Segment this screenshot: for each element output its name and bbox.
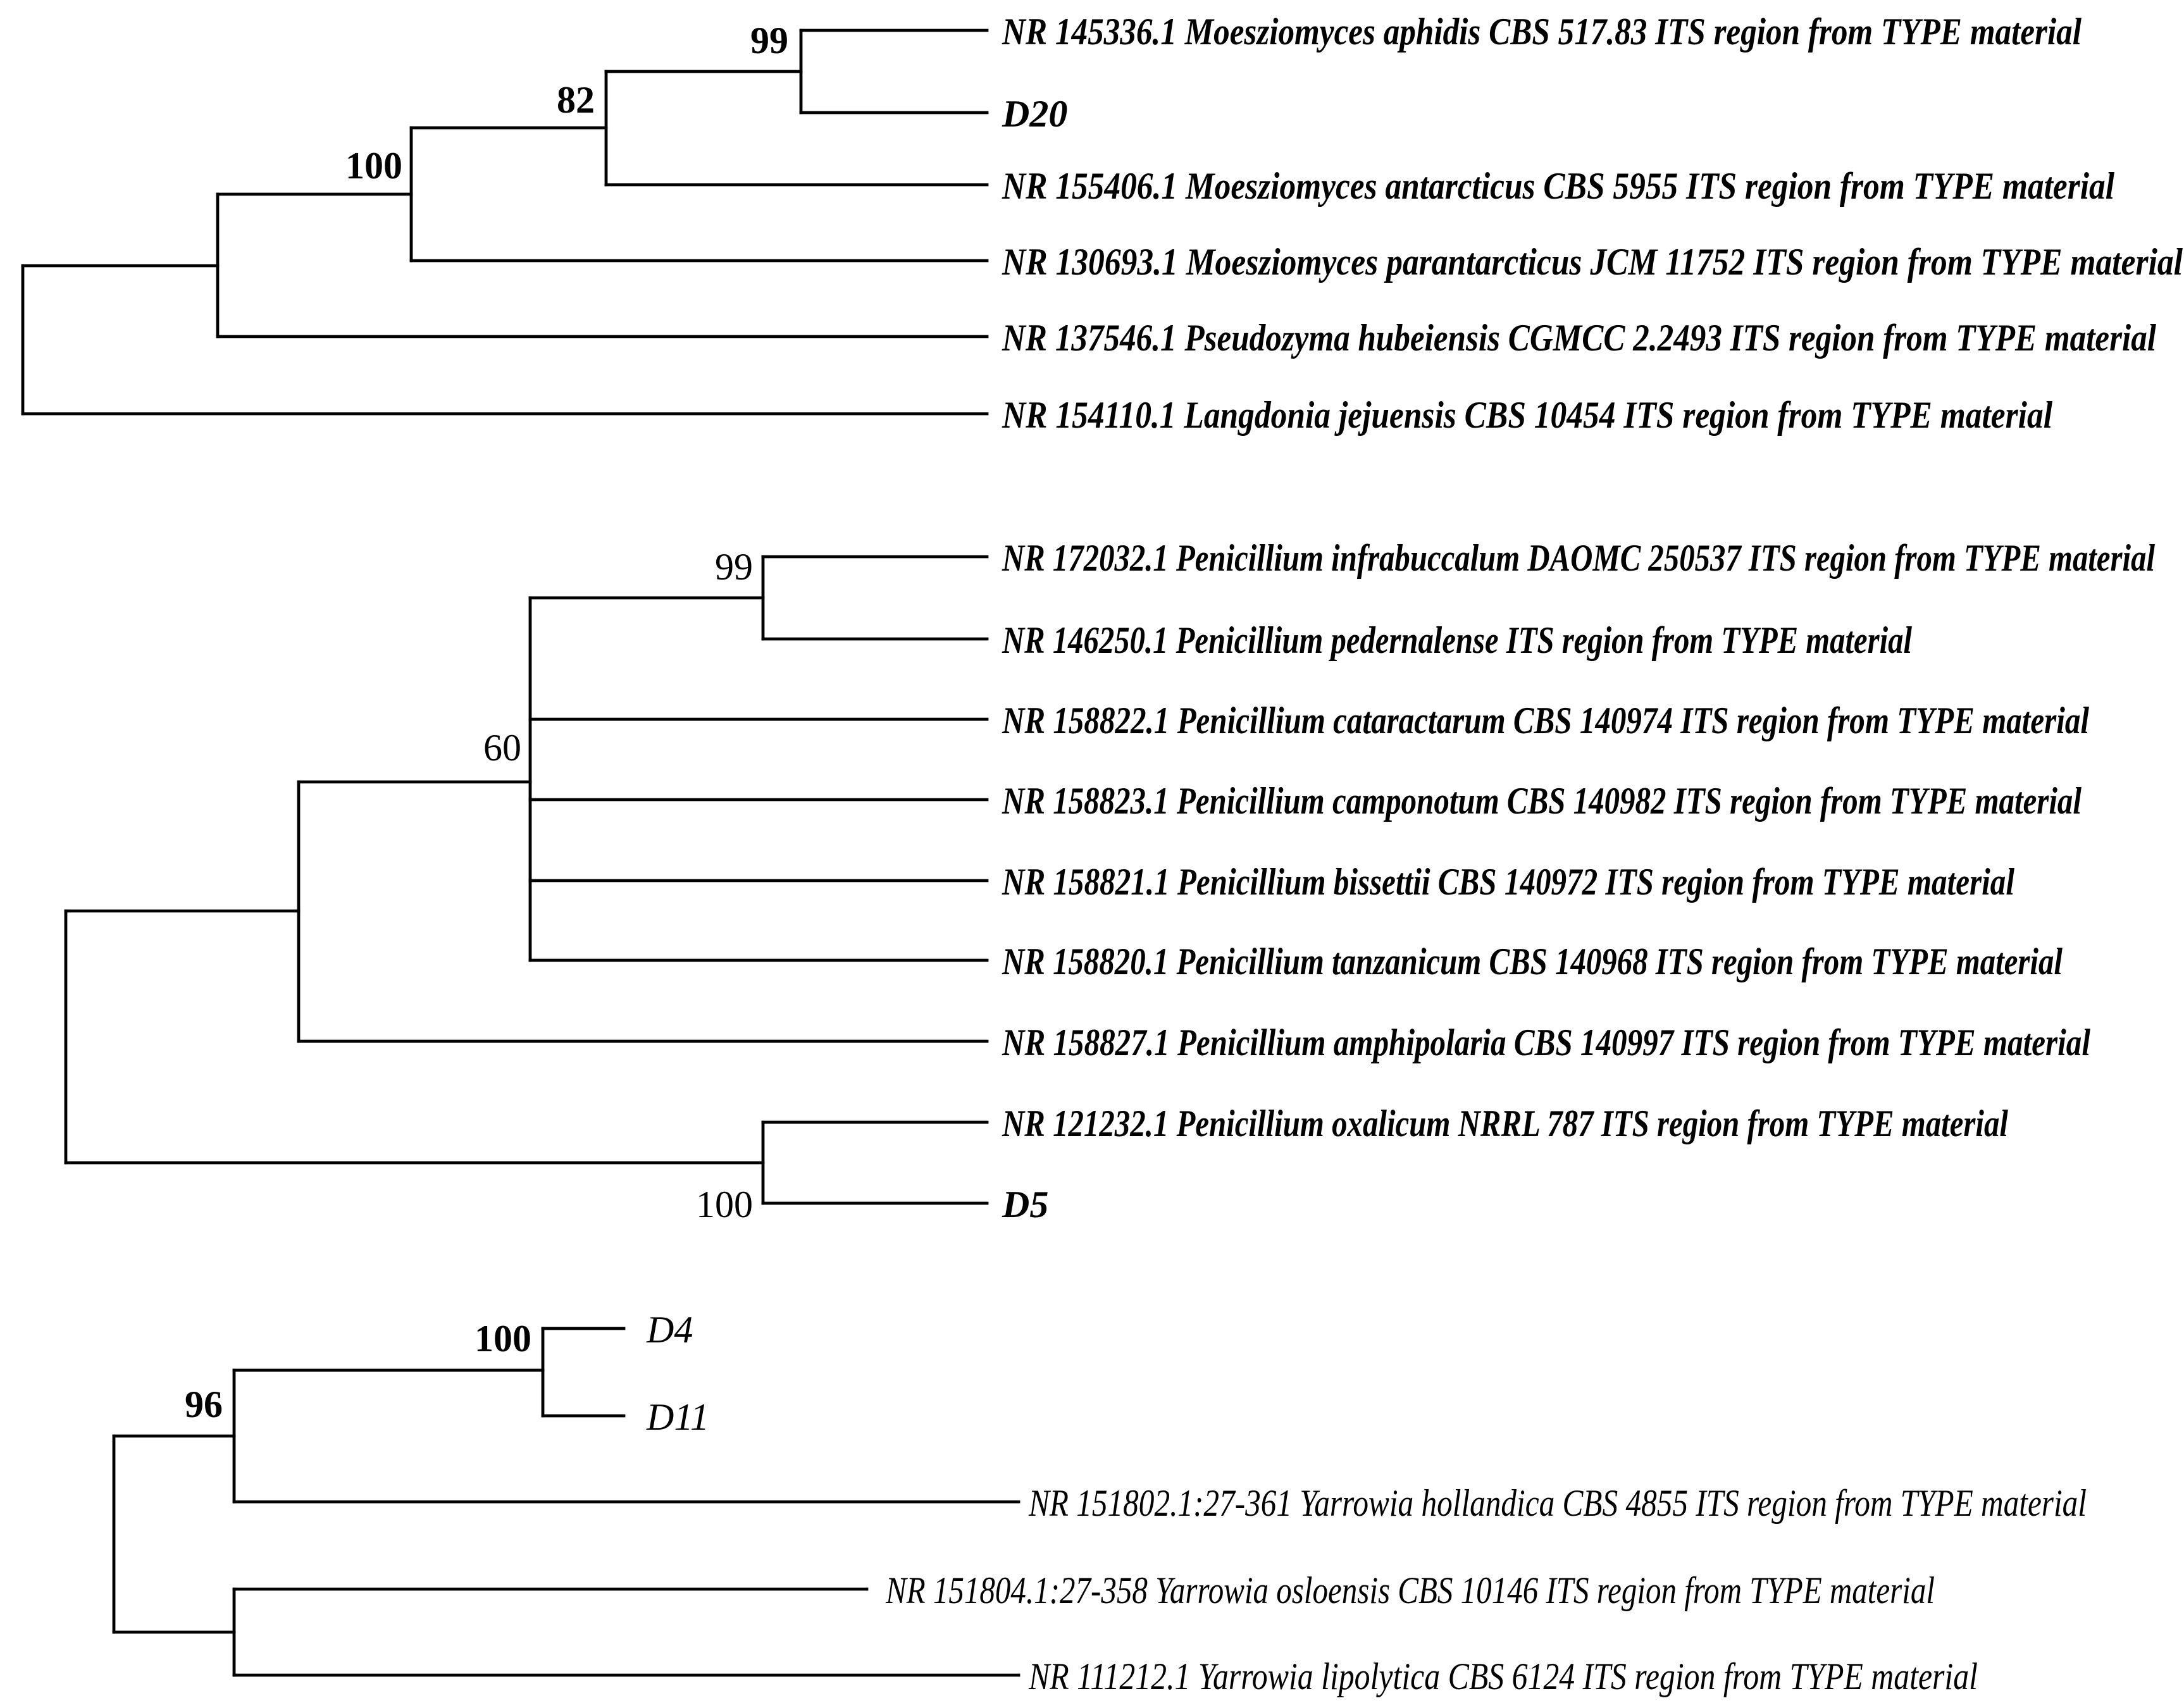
tree-panel-yarrowia: 100 96 D4 D11 NR 151802.1:27-361 Yarrowi… bbox=[112, 1309, 2087, 1697]
taxon-label: NR 158822.1 Penicillium cataractarum CBS… bbox=[1002, 700, 2089, 741]
taxon-label: NR 158821.1 Penicillium bissettii CBS 14… bbox=[1002, 861, 2014, 903]
taxon-label: NR 145336.1 Moesziomyces aphidis CBS 517… bbox=[1002, 11, 2082, 53]
taxon-label: NR 154110.1 Langdonia jejuensis CBS 1045… bbox=[1002, 394, 2052, 436]
tree-panel-moesziomyces: 99 82 100 NR 145336.1 Moesziomyces aphid… bbox=[21, 11, 2183, 436]
taxon-label: NR 172032.1 Penicillium infrabuccalum DA… bbox=[1002, 537, 2155, 579]
tree-panel-penicillium: 99 60 100 NR 172032.1 Penicillium infrab… bbox=[64, 537, 2155, 1225]
taxon-label: D5 bbox=[1002, 1184, 1048, 1225]
taxon-label: D11 bbox=[646, 1396, 709, 1438]
taxon-label: NR 111212.1 Yarrowia lipolytica CBS 6124… bbox=[1028, 1656, 1978, 1697]
taxon-label: NR 151802.1:27-361 Yarrowia hollandica C… bbox=[1028, 1482, 2087, 1524]
taxon-label: NR 146250.1 Penicillium pedernalense ITS… bbox=[1002, 619, 1912, 661]
taxon-label: D20 bbox=[1002, 93, 1067, 135]
taxon-label: NR 158827.1 Penicillium amphipolaria CBS… bbox=[1002, 1022, 2090, 1063]
bootstrap-support-value: 100 bbox=[345, 145, 402, 187]
taxon-label: NR 158820.1 Penicillium tanzanicum CBS 1… bbox=[1002, 941, 2063, 982]
bootstrap-support-value: 100 bbox=[475, 1318, 531, 1359]
taxon-label: D4 bbox=[646, 1309, 693, 1351]
taxon-label: NR 158823.1 Penicillium camponotum CBS 1… bbox=[1002, 780, 2082, 822]
bootstrap-support-value: 99 bbox=[750, 20, 788, 61]
bootstrap-support-value: 100 bbox=[696, 1184, 753, 1225]
bootstrap-support-value: 82 bbox=[557, 79, 595, 121]
bootstrap-support-value: 99 bbox=[715, 546, 753, 588]
bootstrap-support-value: 96 bbox=[185, 1384, 223, 1425]
taxon-label: NR 121232.1 Penicillium oxalicum NRRL 78… bbox=[1002, 1103, 2008, 1144]
taxon-label: NR 155406.1 Moesziomyces antarcticus CBS… bbox=[1002, 165, 2114, 207]
taxon-label: NR 130693.1 Moesziomyces parantarcticus … bbox=[1002, 241, 2183, 283]
taxon-label: NR 137546.1 Pseudozyma hubeiensis CGMCC … bbox=[1002, 317, 2156, 359]
taxon-label: NR 151804.1:27-358 Yarrowia osloensis CB… bbox=[885, 1570, 1935, 1611]
bootstrap-support-value: 60 bbox=[483, 727, 521, 769]
